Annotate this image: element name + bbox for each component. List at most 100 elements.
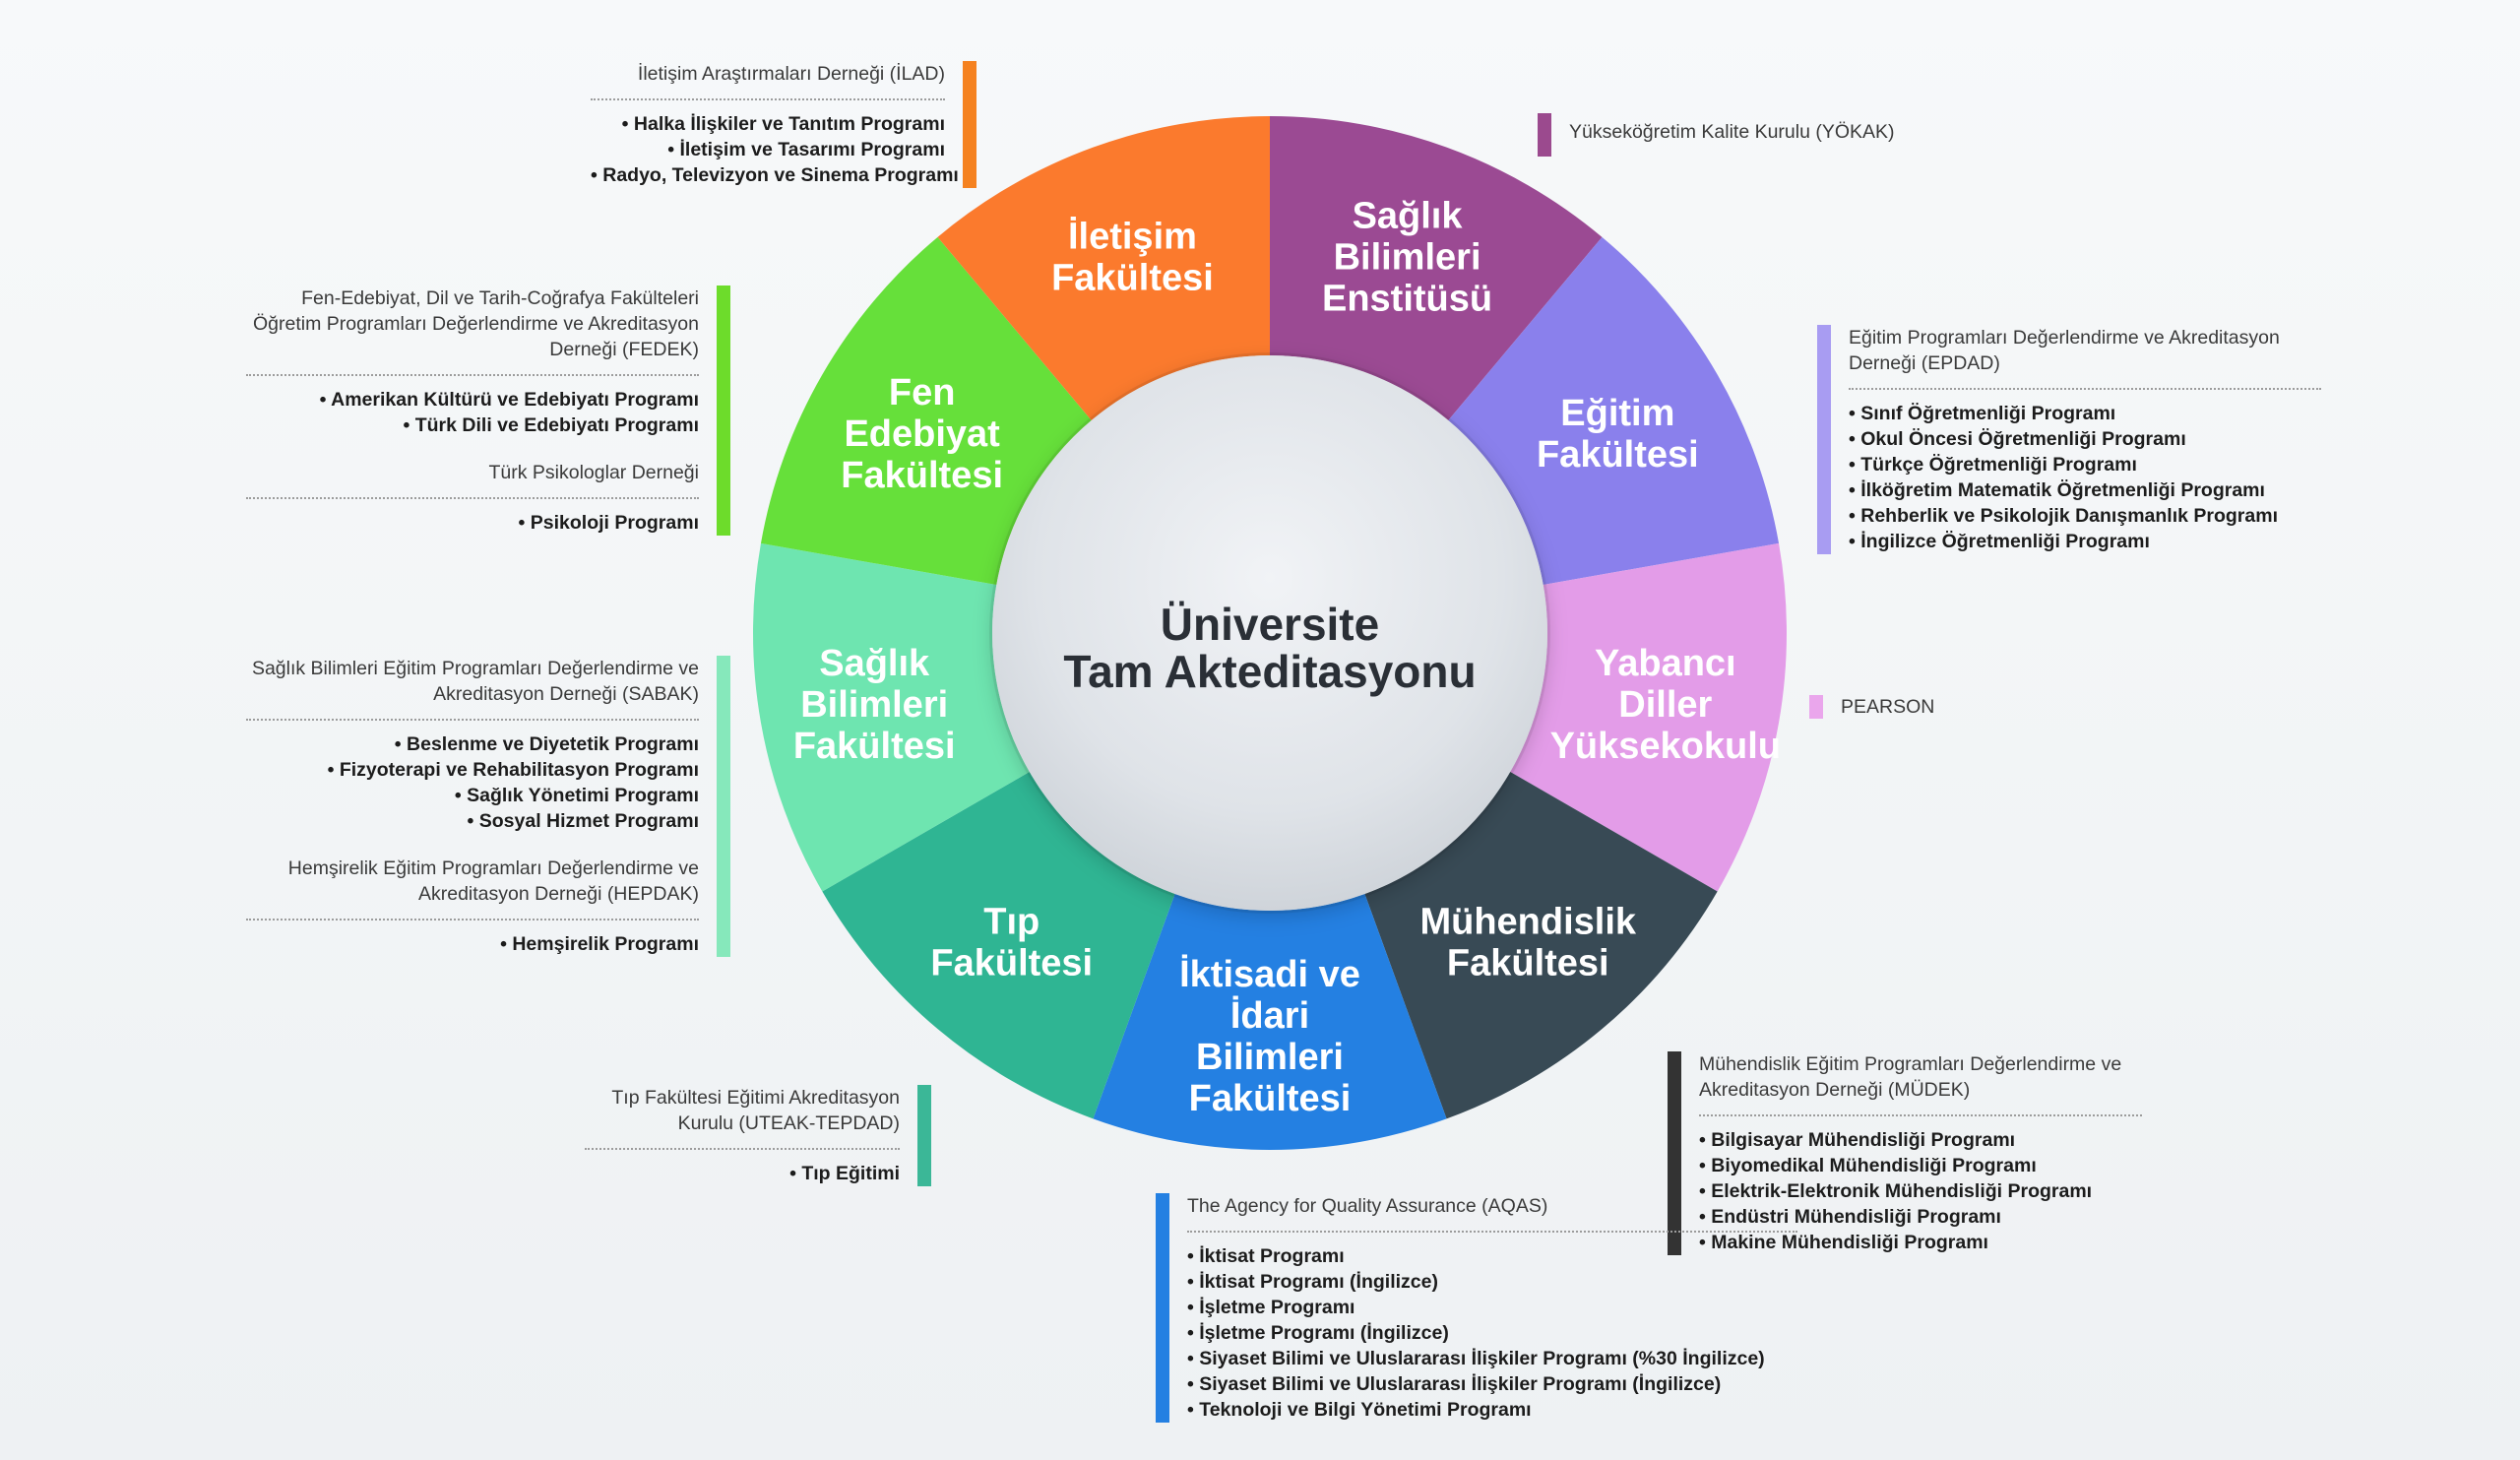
segment-label-saglik-fakultesi: Sağlık bbox=[819, 643, 930, 684]
aqas-program-list: İktisat Programıİktisat Programı (İngili… bbox=[1187, 1243, 1797, 1423]
program-item: Okul Öncesi Öğretmenliği Programı bbox=[1849, 426, 2321, 452]
mudek-program-list: Bilgisayar Mühendisliği ProgramıBiyomedi… bbox=[1699, 1127, 2142, 1255]
segment-saglik-enstitusu bbox=[1270, 116, 1603, 420]
program-item: Beslenme ve Diyetetik Programı bbox=[246, 731, 699, 757]
pearson-org: PEARSON bbox=[1841, 696, 1935, 718]
center-title-line2: Tam Akteditasyonu bbox=[1063, 646, 1476, 697]
spacer bbox=[246, 438, 699, 460]
program-item: İletişim ve Tasarımı Programı bbox=[591, 137, 945, 162]
segment-label-saglik-fakultesi: Fakültesi bbox=[793, 726, 956, 767]
fedek-block: Fen-Edebiyat, Dil ve Tarih-Coğrafya Fakü… bbox=[246, 286, 730, 536]
sabak-program-list: Beslenme ve Diyetetik ProgramıFizyoterap… bbox=[246, 731, 699, 834]
program-item: Sınıf Öğretmenliği Programı bbox=[1849, 401, 2321, 426]
segment-yabanci-diller bbox=[1510, 542, 1787, 892]
segment-iletisim bbox=[937, 116, 1270, 420]
program-item: Endüstri Mühendisliği Programı bbox=[1699, 1204, 2142, 1230]
sabak-org: Sağlık Bilimleri Eğitim Programları Değe… bbox=[251, 658, 699, 705]
segment-label-saglik-fakultesi: Bilimleri bbox=[800, 684, 948, 726]
segment-label-iletisim: İletişim bbox=[1068, 217, 1197, 258]
epdad-program-list: Sınıf Öğretmenliği ProgramıOkul Öncesi Ö… bbox=[1849, 401, 2321, 554]
segment-label-muhendislik: Fakültesi bbox=[1447, 943, 1609, 984]
segment-label-tip: Fakültesi bbox=[930, 943, 1093, 984]
segment-label-yabanci-diller: Yüksekokulu bbox=[1550, 726, 1781, 767]
center-disc bbox=[992, 355, 1547, 911]
separator bbox=[246, 919, 699, 920]
segment-label-iktisadi-idari: Fakültesi bbox=[1189, 1078, 1352, 1119]
program-item: Hemşirelik Programı bbox=[246, 931, 699, 957]
fedek-program-list: Amerikan Kültürü ve Edebiyatı ProgramıTü… bbox=[246, 387, 699, 438]
separator bbox=[246, 719, 699, 721]
hepdak-program-list: Hemşirelik Programı bbox=[246, 931, 699, 957]
segment-label-fen-edebiyat: Fakültesi bbox=[841, 455, 1003, 496]
segment-label-egitim: Fakültesi bbox=[1537, 434, 1699, 476]
segment-iktisadi-idari bbox=[1093, 893, 1447, 1150]
segment-label-yabanci-diller: Yabancı bbox=[1595, 643, 1736, 684]
yokak-block: Yükseköğretim Kalite Kurulu (YÖKAK) bbox=[1538, 113, 1983, 157]
program-item: Türk Dili ve Edebiyatı Programı bbox=[246, 413, 699, 438]
mudek-block: Mühendislik Eğitim Programları Değerlend… bbox=[1668, 1051, 2142, 1255]
center-title-line1: Üniversite bbox=[1161, 599, 1379, 650]
separator bbox=[585, 1148, 900, 1150]
program-item: İktisat Programı (İngilizce) bbox=[1187, 1269, 1797, 1295]
program-item: Halka İlişkiler ve Tanıtım Programı bbox=[591, 111, 945, 137]
separator bbox=[246, 497, 699, 499]
epdad-org: Eğitim Programları Değerlendirme ve Akre… bbox=[1849, 327, 2280, 374]
program-item: Türkçe Öğretmenliği Programı bbox=[1849, 452, 2321, 477]
program-item: Biyomedikal Mühendisliği Programı bbox=[1699, 1153, 2142, 1178]
segment-tip bbox=[822, 772, 1175, 1119]
spacer bbox=[246, 834, 699, 856]
pearson-block: PEARSON bbox=[1809, 695, 2038, 719]
segment-label-egitim: Eğitim bbox=[1560, 393, 1674, 434]
segment-label-iletisim: Fakültesi bbox=[1051, 258, 1214, 299]
program-item: Radyo, Televizyon ve Sinema Programı bbox=[591, 162, 959, 188]
segment-label-saglik-enstitusu: Sağlık bbox=[1353, 196, 1464, 237]
epdad-block: Eğitim Programları Değerlendirme ve Akre… bbox=[1817, 325, 2321, 554]
segment-label-muhendislik: Mühendislik bbox=[1419, 902, 1636, 943]
uteak-program-list: Tıp Eğitimi bbox=[585, 1161, 900, 1186]
separator bbox=[1187, 1231, 1797, 1233]
program-item: İktisat Programı bbox=[1187, 1243, 1797, 1269]
program-item: Fizyoterapi ve Rehabilitasyon Programı bbox=[246, 757, 699, 783]
segment-label-fen-edebiyat: Edebiyat bbox=[844, 413, 1000, 455]
tpd-program-list: Psikoloji Programı bbox=[246, 510, 699, 536]
tpd-org: Türk Psikologlar Derneği bbox=[488, 462, 699, 483]
program-item: İngilizce Öğretmenliği Programı bbox=[1849, 529, 2321, 554]
aqas-org: The Agency for Quality Assurance (AQAS) bbox=[1187, 1195, 1548, 1217]
program-item: Sağlık Yönetimi Programı bbox=[246, 783, 699, 808]
ilad-program-list: Halka İlişkiler ve Tanıtım Programıİleti… bbox=[591, 111, 959, 188]
program-item: Siyaset Bilimi ve Uluslararası İlişkiler… bbox=[1187, 1346, 1797, 1371]
program-item: İşletme Programı (İngilizce) bbox=[1187, 1320, 1797, 1346]
segment-egitim bbox=[1448, 236, 1780, 586]
segment-muhendislik bbox=[1364, 772, 1718, 1119]
segment-label-iktisadi-idari: Bilimleri bbox=[1196, 1037, 1344, 1078]
segment-label-iktisadi-idari: İdari bbox=[1230, 995, 1309, 1037]
program-item: İşletme Programı bbox=[1187, 1295, 1797, 1320]
mudek-org: Mühendislik Eğitim Programları Değerlend… bbox=[1699, 1053, 2122, 1101]
separator bbox=[1699, 1114, 2142, 1116]
segment-label-tip: Tıp bbox=[983, 902, 1040, 943]
program-item: Rehberlik ve Psikolojik Danışmanlık Prog… bbox=[1849, 503, 2321, 529]
ilad-org: İletişim Araştırmaları Derneği (İLAD) bbox=[637, 63, 945, 85]
program-item: Siyaset Bilimi ve Uluslararası İlişkiler… bbox=[1187, 1371, 1797, 1397]
uteak-org: Tıp Fakültesi Eğitimi Akreditasyon Kurul… bbox=[611, 1087, 900, 1134]
segment-label-saglik-enstitusu: Enstitüsü bbox=[1322, 279, 1492, 320]
hepdak-org: Hemşirelik Eğitim Programları Değerlendi… bbox=[287, 857, 699, 905]
segment-label-yabanci-diller: Diller bbox=[1618, 684, 1712, 726]
program-item: Amerikan Kültürü ve Edebiyatı Programı bbox=[246, 387, 699, 413]
program-item: Bilgisayar Mühendisliği Programı bbox=[1699, 1127, 2142, 1153]
ilad-block: İletişim Araştırmaları Derneği (İLAD) Ha… bbox=[591, 61, 976, 188]
separator bbox=[591, 98, 945, 100]
separator bbox=[1849, 388, 2321, 390]
fedek-org: Fen-Edebiyat, Dil ve Tarih-Coğrafya Fakü… bbox=[252, 287, 699, 360]
sabak-block: Sağlık Bilimleri Eğitim Programları Değe… bbox=[246, 656, 730, 957]
separator bbox=[246, 374, 699, 376]
program-item: Tıp Eğitimi bbox=[585, 1161, 900, 1186]
segment-label-iktisadi-idari: İktisadi ve bbox=[1179, 954, 1360, 995]
program-item: Sosyal Hizmet Programı bbox=[246, 808, 699, 834]
yokak-org: Yükseköğretim Kalite Kurulu (YÖKAK) bbox=[1569, 121, 1895, 143]
segment-label-fen-edebiyat: Fen bbox=[889, 372, 956, 413]
program-item: Psikoloji Programı bbox=[246, 510, 699, 536]
aqas-block: The Agency for Quality Assurance (AQAS) … bbox=[1156, 1193, 1797, 1423]
program-item: Teknoloji ve Bilgi Yönetimi Programı bbox=[1187, 1397, 1797, 1423]
